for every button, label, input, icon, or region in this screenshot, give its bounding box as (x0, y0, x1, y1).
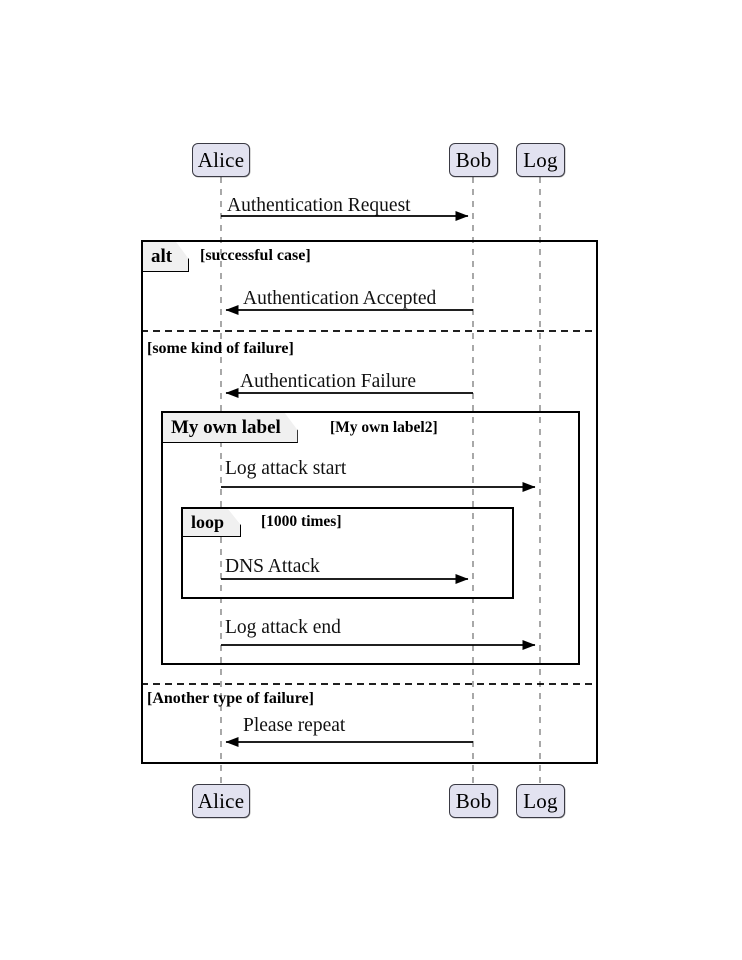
message-label-authentication-request: Authentication Request (227, 195, 411, 216)
participant-bob-foot[interactable]: Bob (449, 784, 498, 818)
participant-log-head[interactable]: Log (516, 143, 565, 177)
message-label-authentication-failure: Authentication Failure (240, 371, 416, 392)
fragment-guard-my-own-label2: [My own label2] (330, 419, 438, 436)
participant-alice-head[interactable]: Alice (192, 143, 250, 177)
message-label-please-repeat: Please repeat (243, 715, 346, 736)
fragment-guard-some-kind-of-failure: [some kind of failure] (147, 340, 294, 357)
fragment-guard-1000-times: [1000 times] (261, 513, 342, 530)
message-label-dns-attack: DNS Attack (225, 556, 320, 577)
fragment-operator-my-own-label: My own label (163, 413, 298, 443)
fragment-my-own-label[interactable] (161, 411, 580, 665)
fragment-guard-another-type-of-failure: [Another type of failure] (147, 690, 314, 707)
fragment-loop[interactable] (181, 507, 514, 599)
fragment-alt-outer[interactable] (141, 240, 598, 764)
fragment-operator-loop: loop (183, 509, 241, 537)
participant-bob-head[interactable]: Bob (449, 143, 498, 177)
message-label-log-attack-end: Log attack end (225, 617, 341, 638)
message-label-log-attack-start: Log attack start (225, 458, 347, 479)
participant-log-foot[interactable]: Log (516, 784, 565, 818)
fragment-guard-successful-case: [successful case] (200, 247, 311, 264)
message-label-authentication-accepted: Authentication Accepted (243, 288, 437, 309)
participant-alice-foot[interactable]: Alice (192, 784, 250, 818)
